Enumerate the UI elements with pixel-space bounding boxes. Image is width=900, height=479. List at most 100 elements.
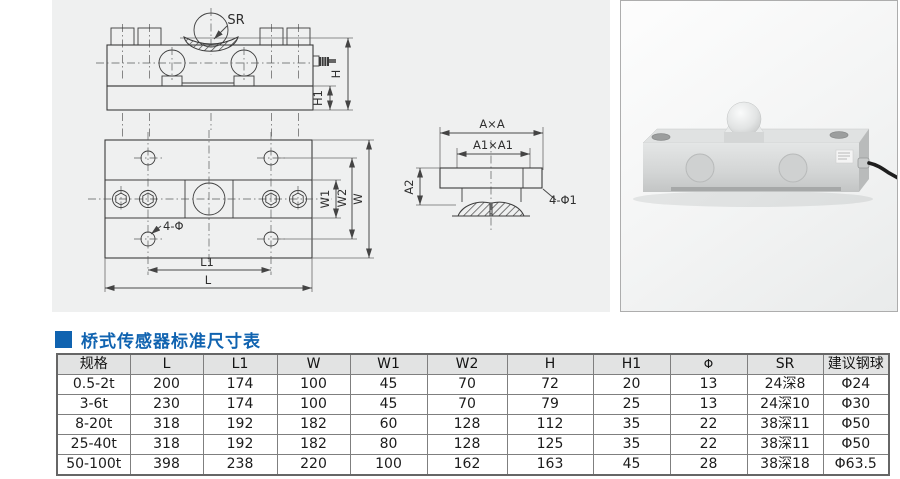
table-cell: 100 <box>276 374 351 395</box>
table-cell: 45 <box>349 394 428 415</box>
table-cell: 8-20t <box>56 414 131 435</box>
table-cell: 60 <box>349 414 428 435</box>
table-cell: 22 <box>669 434 748 455</box>
table-cell: 38深18 <box>746 454 824 476</box>
header-cell: 规格 <box>56 353 131 375</box>
label-w: W <box>351 193 365 204</box>
title-bullet-square <box>55 331 72 348</box>
label-h1: H1 <box>311 90 325 106</box>
header-cell: SR <box>746 353 824 375</box>
table-cell: 0.5-2t <box>56 374 131 395</box>
header-cell: W1 <box>349 353 428 375</box>
table-cell: 79 <box>506 394 594 415</box>
table-cell: 72 <box>506 374 594 395</box>
label-sr: SR <box>227 13 244 28</box>
label-w1: W1 <box>318 190 332 209</box>
table-cell: 28 <box>669 454 748 476</box>
table-cell: 182 <box>276 414 351 435</box>
table-cell: 398 <box>129 454 204 476</box>
table-cell: 50-100t <box>56 454 131 476</box>
technical-drawing-panel: SR <box>52 0 610 312</box>
product-label <box>835 149 854 164</box>
table-cell: 163 <box>506 454 594 476</box>
section-view-drawing: A×A A1×A1 4-Φ1 <box>402 117 577 232</box>
table-cell: 45 <box>592 454 671 476</box>
table-cell: 45 <box>349 374 428 395</box>
product-photo-panel <box>620 0 898 312</box>
header-cell: L <box>129 353 204 375</box>
dimension-drawing-svg: SR <box>88 8 577 292</box>
table-cell: 125 <box>506 434 594 455</box>
label-a2: A2 <box>402 179 416 194</box>
table-cell: 174 <box>202 394 278 415</box>
table-cell: 35 <box>592 414 671 435</box>
table-cell: 35 <box>592 434 671 455</box>
table-cell: 112 <box>506 414 594 435</box>
table-cell: Φ50 <box>822 414 890 435</box>
header-cell: H <box>506 353 594 375</box>
label-a1xa1: A1×A1 <box>473 138 513 152</box>
table-cell: 128 <box>426 414 508 435</box>
label-l: L <box>205 273 212 287</box>
table-cell: 3-6t <box>56 394 131 415</box>
table-cell: 318 <box>129 414 204 435</box>
table-cell: 38深11 <box>746 414 824 435</box>
table-cell: 318 <box>129 434 204 455</box>
table-cell: 174 <box>202 374 278 395</box>
header-cell: W2 <box>426 353 508 375</box>
table-cell: 182 <box>276 434 351 455</box>
table-cell: 38深11 <box>746 434 824 455</box>
cable <box>867 161 897 180</box>
table-cell: Φ50 <box>822 434 890 455</box>
table-cell: 70 <box>426 374 508 395</box>
mount-hole-left <box>651 133 671 141</box>
header-cell: 建议钢球 <box>822 353 890 375</box>
table-cell: 230 <box>129 394 204 415</box>
label-w2: W2 <box>335 189 349 208</box>
table-cell: 24深10 <box>746 394 824 415</box>
cable-gland <box>312 55 336 67</box>
side-view-drawing: SR <box>96 8 353 137</box>
hex-socket-holes <box>112 186 307 212</box>
table-cell: 128 <box>426 434 508 455</box>
table-cell: 220 <box>276 454 351 476</box>
label-h: H <box>329 70 343 79</box>
table-cell: Φ63.5 <box>822 454 890 476</box>
table-cell: 22 <box>669 414 748 435</box>
label-axa: A×A <box>479 117 505 131</box>
header-cell: Φ <box>669 353 748 375</box>
table-cell: 80 <box>349 434 428 455</box>
label-corner-holes: 4-Φ <box>163 219 184 233</box>
table-cell: 162 <box>426 454 508 476</box>
table-cell: 13 <box>669 374 748 395</box>
section-title: 桥式传感器标准尺寸表 <box>55 327 261 352</box>
plan-view-drawing: 4-Φ W1 W2 W L1 <box>88 130 374 292</box>
table-cell: 70 <box>426 394 508 415</box>
header-cell: W <box>276 353 351 375</box>
table-cell: 200 <box>129 374 204 395</box>
load-ball <box>726 101 762 137</box>
table-cell: 192 <box>202 414 278 435</box>
section-title-text: 桥式传感器标准尺寸表 <box>81 332 261 352</box>
table-cell: 24深8 <box>746 374 824 395</box>
mount-hole-right <box>829 131 849 139</box>
table-cell: 192 <box>202 434 278 455</box>
table-cell: 25 <box>592 394 671 415</box>
corner-holes <box>134 132 285 275</box>
table-cell: Φ30 <box>822 394 890 415</box>
table-cell: 13 <box>669 394 748 415</box>
table-cell: 100 <box>276 394 351 415</box>
load-cell-photo <box>633 101 897 207</box>
load-cell-body <box>633 101 897 207</box>
table-cell: 25-40t <box>56 434 131 455</box>
table-cell: Φ24 <box>822 374 890 395</box>
